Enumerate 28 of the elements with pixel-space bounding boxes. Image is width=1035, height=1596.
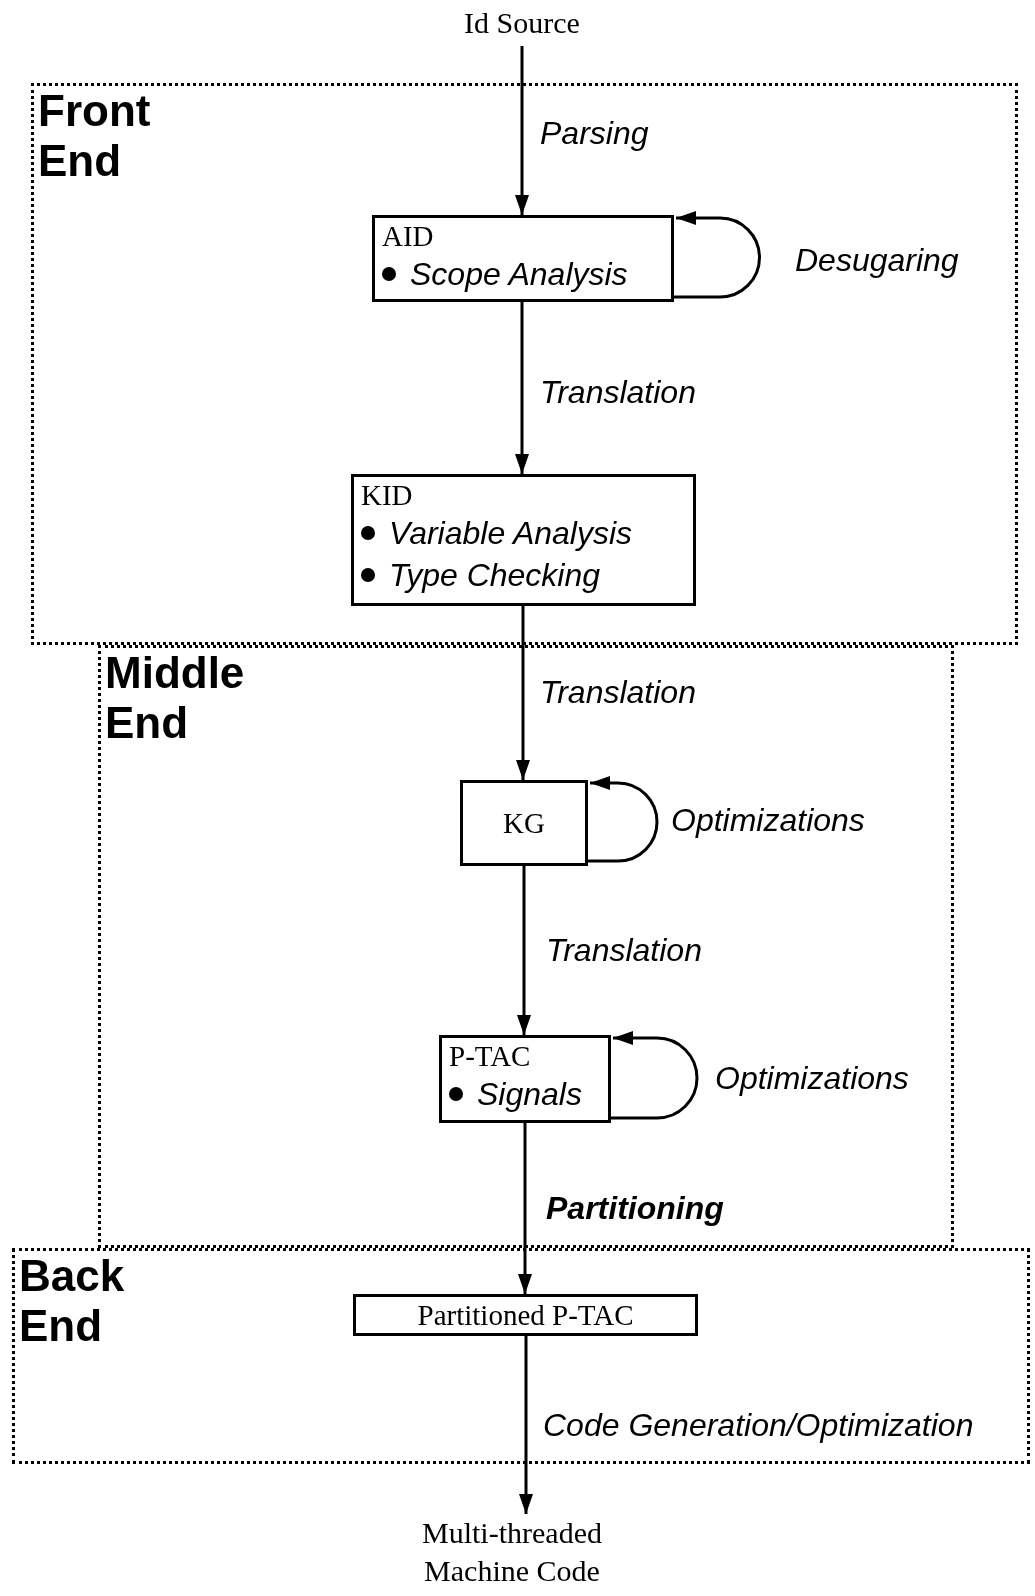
- arrow: [515, 46, 529, 215]
- loop-arrow: [588, 776, 659, 863]
- terminal-label: Multi-threaded Machine Code: [377, 1514, 647, 1594]
- arrow: [516, 606, 530, 780]
- box-title: Partitioned P-TAC: [417, 1298, 634, 1332]
- process-box: [460, 780, 588, 866]
- loop-arrow: [611, 1031, 699, 1120]
- region-title: Middle End: [105, 648, 246, 748]
- box-title: KID: [361, 479, 414, 512]
- process-box: [351, 474, 696, 606]
- loop-arrow: [674, 211, 761, 299]
- box-title: P-TAC: [449, 1040, 532, 1073]
- arrow: [517, 866, 531, 1035]
- item-text: Scope Analysis: [410, 255, 628, 294]
- arrow: [519, 1336, 533, 1514]
- region-title: Back End: [19, 1251, 126, 1351]
- item-text: Variable Analysis: [389, 514, 633, 553]
- process-box: [353, 1294, 698, 1336]
- region-title: Front End: [38, 86, 152, 186]
- item-text: Type Checking: [389, 556, 601, 595]
- item-text: Signals: [477, 1075, 582, 1114]
- terminal-label: Id Source: [412, 4, 632, 46]
- arrow: [518, 1123, 532, 1294]
- box-title: AID: [382, 220, 435, 253]
- box-title: KG: [503, 806, 545, 840]
- arrow: [515, 302, 529, 474]
- process-box: [439, 1035, 611, 1123]
- process-box: [372, 215, 674, 302]
